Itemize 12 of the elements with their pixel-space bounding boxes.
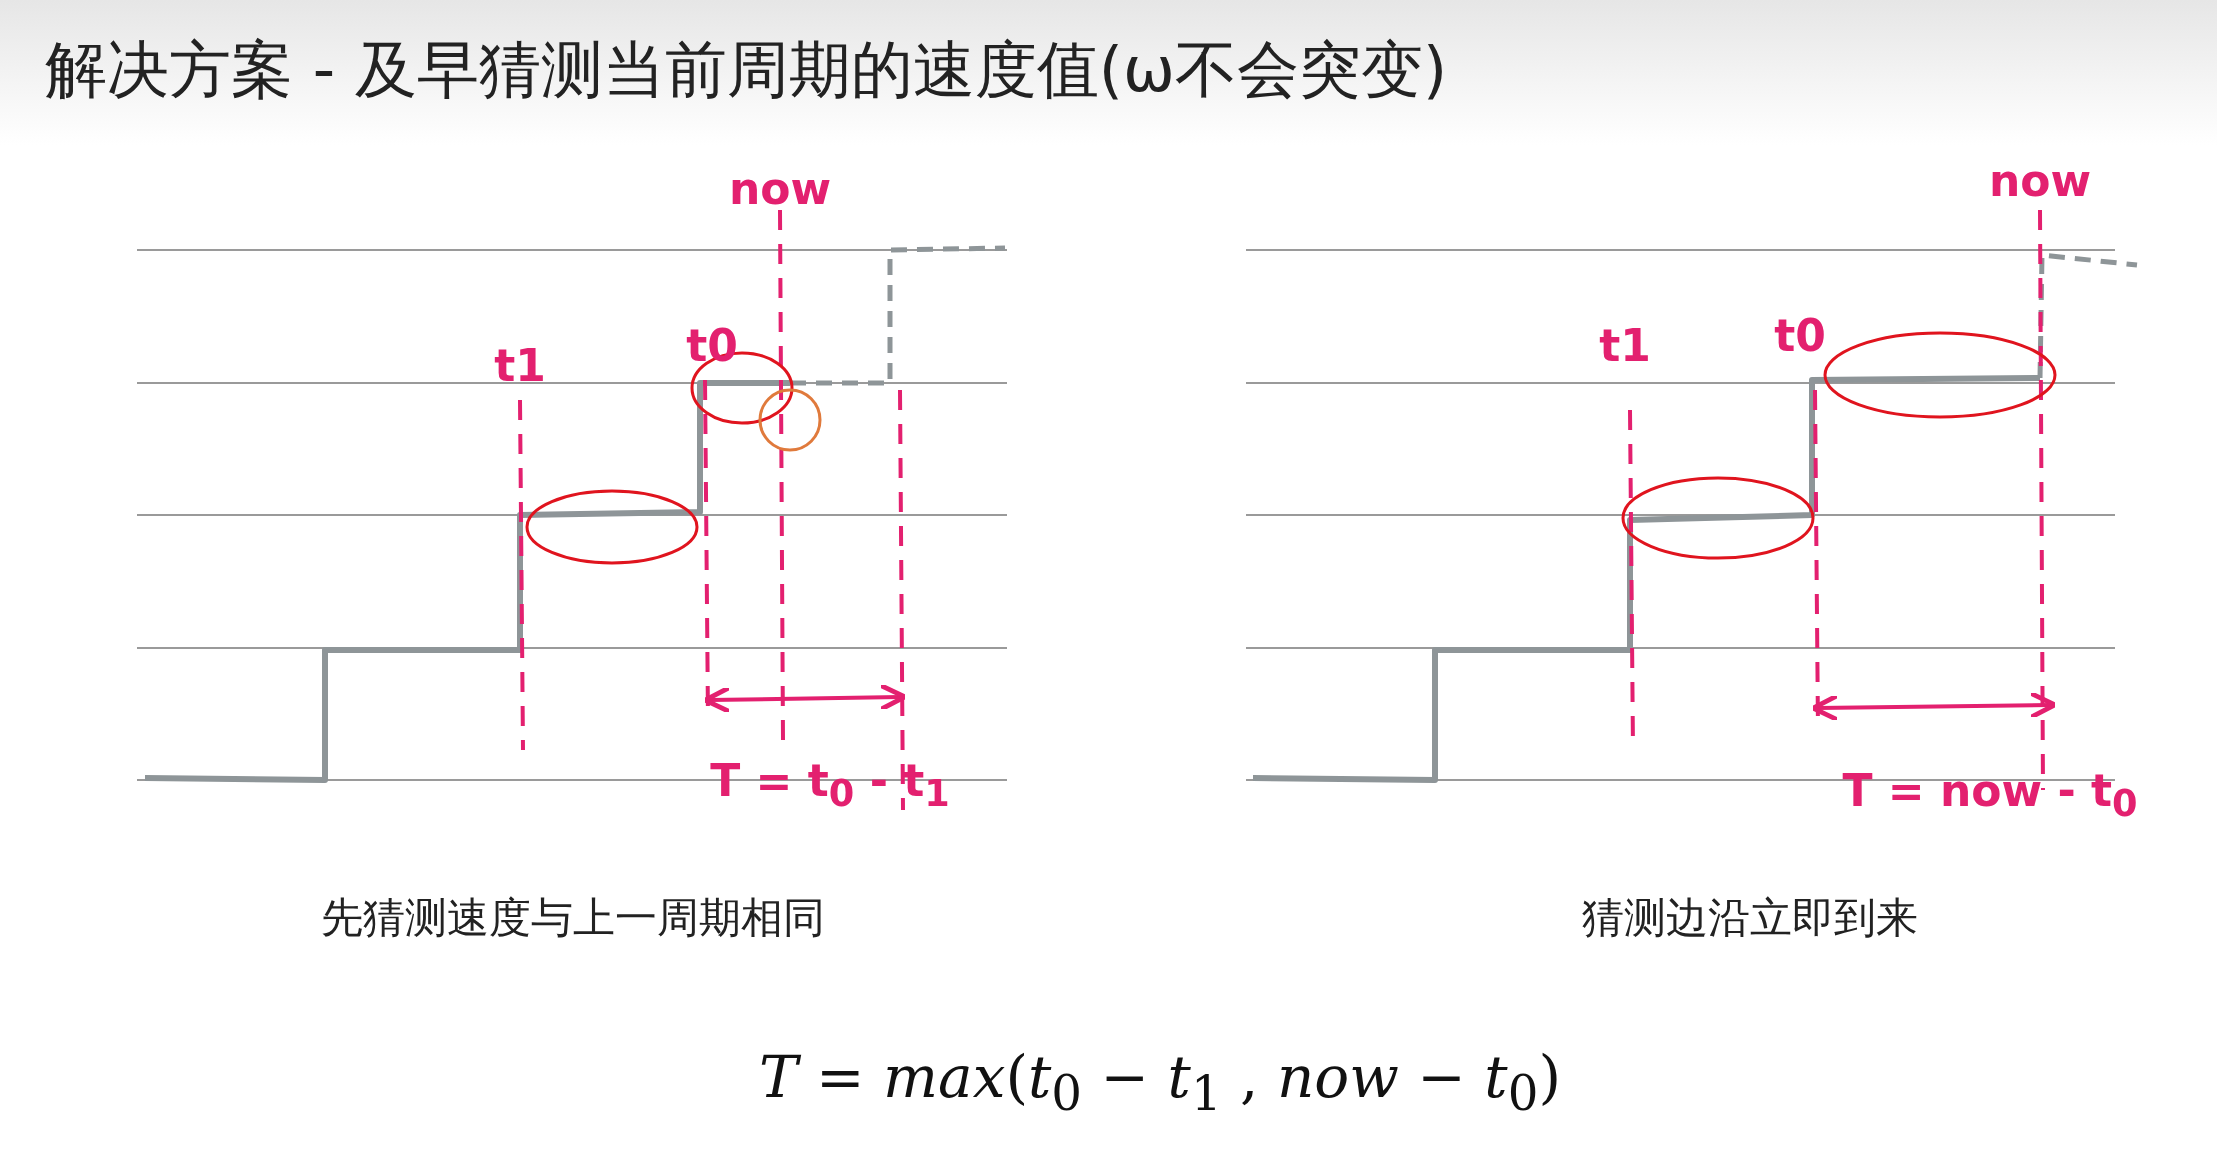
title: 解决方案 - 及早猜测当前周期的速度值(ω不会突变) (45, 32, 1448, 108)
caption: 先猜测速度与上一周期相同 (321, 892, 825, 944)
time-label: now (728, 162, 832, 214)
period-formula: T = t$_{0}$ - t$_{1}$ (710, 755, 950, 815)
period-formula: T = now - t$_{0}$ (1842, 765, 2138, 825)
time-label: t1 (494, 339, 546, 391)
time-label: now (1988, 154, 2092, 206)
time-label: t0 (686, 319, 738, 371)
time-label: t1 (1599, 319, 1651, 371)
formula: T = max(t$_{0}$ − t$_{1}$ , now − t$_{0}$) (758, 1043, 1562, 1121)
caption: 猜测边沿立即到来 (1582, 892, 1918, 944)
time-label: t0 (1774, 309, 1826, 361)
